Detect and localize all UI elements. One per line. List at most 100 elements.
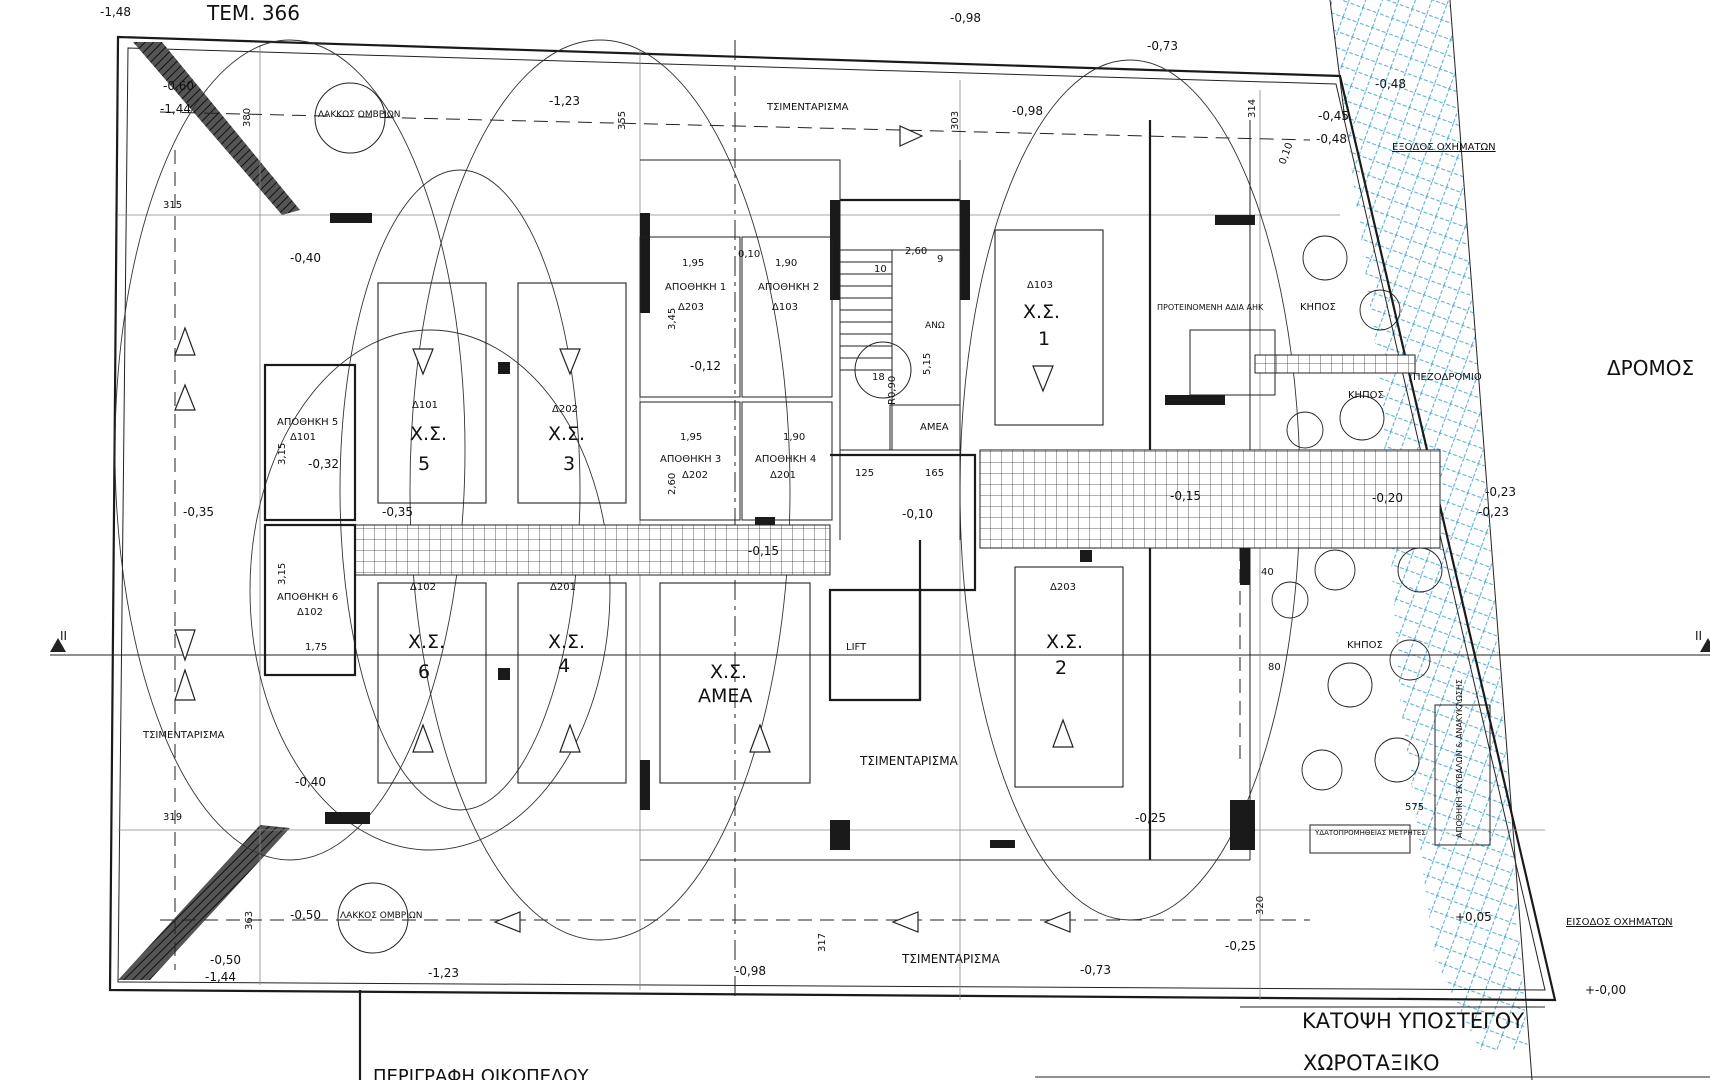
svg-text:ΑΠΟΘΗΚΗ 1: ΑΠΟΘΗΚΗ 1 (665, 282, 726, 293)
bins-label: ΑΠΟΘΗΚΗ ΣΚΥΒΑΛΩΝ & ΑΝΑΚΥΚΛΩΣΗΣ (1455, 679, 1464, 838)
svg-text:Δ102: Δ102 (297, 607, 323, 618)
svg-text:ΑΠΟΘΗΚΗ 3: ΑΠΟΘΗΚΗ 3 (660, 454, 721, 465)
vehicle-entrance-label: ΕΙΣΟΔΟΣ ΟΧΗΜΑΤΩΝ (1566, 917, 1673, 928)
svg-text:-0,40: -0,40 (290, 251, 321, 265)
svg-text:-0,50: -0,50 (210, 953, 241, 967)
rain-pit-top (314, 82, 386, 154)
svg-text:Δ101: Δ101 (290, 432, 316, 443)
svg-text:ΑΠΟΘΗΚΗ 6: ΑΠΟΘΗΚΗ 6 (277, 592, 338, 603)
svg-text:2,60: 2,60 (667, 473, 678, 495)
svg-text:-0,35: -0,35 (382, 505, 413, 519)
garden-trees (1271, 235, 1443, 791)
stair-up-label: ΑΝΩ (925, 321, 945, 331)
svg-text:0,10: 0,10 (1277, 141, 1295, 166)
svg-text:6: 6 (418, 661, 430, 683)
title-frame (358, 990, 1710, 1080)
svg-text:-0,25: -0,25 (1135, 811, 1166, 825)
svg-text:380: 380 (242, 108, 253, 127)
garden-1: ΚΗΠΟΣ (1300, 302, 1336, 313)
plan-subtitle: ΧΩΡΟΤΑΞΙΚΟ (1303, 1051, 1440, 1075)
svg-text:Χ.Σ.: Χ.Σ. (548, 631, 585, 653)
svg-text:3,15: 3,15 (277, 563, 288, 585)
svg-text:363: 363 (244, 911, 255, 930)
svg-text:303: 303 (950, 111, 961, 130)
bottom-note: ΠΕΡΙΓΡΑΦΗ ΟΙΚΟΠΕΔΟΥ (373, 1066, 590, 1080)
walkway-east (979, 449, 1441, 549)
svg-text:2: 2 (1055, 657, 1067, 679)
svg-text:ΑΠΟΘΗΚΗ 4: ΑΠΟΘΗΚΗ 4 (755, 454, 816, 465)
svg-text:-0,23: -0,23 (1485, 485, 1516, 499)
vehicle-exit-label: ΕΞΟΔΟΣ ΟΧΗΜΑΤΩΝ (1392, 142, 1496, 153)
svg-text:Δ103: Δ103 (772, 302, 798, 313)
svg-text:Δ202: Δ202 (682, 470, 708, 481)
svg-text:0,10: 0,10 (738, 249, 760, 260)
svg-text:Χ.Σ.: Χ.Σ. (410, 423, 447, 445)
svg-text:Χ.Σ.: Χ.Σ. (548, 423, 585, 445)
building-walls (640, 120, 1251, 861)
svg-text:-0,23: -0,23 (1478, 505, 1509, 519)
hatch-band-top (133, 42, 300, 215)
concrete-bottom: ΤΣΙΜΕΝΤΑΡΙΣΜΑ (901, 952, 1001, 966)
svg-text:575: 575 (1405, 802, 1424, 813)
svg-text:-0,15: -0,15 (748, 544, 779, 558)
svg-text:-0,98: -0,98 (950, 11, 981, 25)
svg-text:Δ203: Δ203 (1050, 582, 1076, 593)
svg-text:3,45: 3,45 (667, 308, 678, 330)
svg-text:-0,15: -0,15 (1170, 489, 1201, 503)
svg-text:-1,48: -1,48 (100, 5, 131, 19)
disabled-label: ΑΜΕΑ (920, 422, 949, 433)
svg-text:80: 80 (1268, 662, 1281, 673)
svg-text:R0,90: R0,90 (887, 376, 898, 405)
parking-bays (377, 229, 1124, 788)
svg-text:Δ101: Δ101 (412, 400, 438, 411)
section-mark-left: II (60, 629, 67, 643)
garden-3: ΚΗΠΟΣ (1347, 640, 1383, 651)
svg-text:319: 319 (163, 812, 182, 823)
svg-text:Χ.Σ.: Χ.Σ. (710, 661, 747, 683)
lot-label: ΤΕΜ. 366 (206, 1, 300, 25)
hatch-band-bottom (118, 825, 290, 980)
sidewalk-label: ΠΕΖΟΔΡΟΜΙΟ (1413, 372, 1482, 383)
svg-text:ΑΜΕΑ: ΑΜΕΑ (698, 685, 752, 707)
concrete-center: ΤΣΙΜΕΝΤΑΡΙΣΜΑ (859, 754, 959, 768)
svg-text:-0,73: -0,73 (1080, 963, 1111, 977)
svg-text:-0,50: -0,50 (290, 908, 321, 922)
svg-text:355: 355 (617, 111, 628, 130)
svg-text:4: 4 (558, 655, 570, 677)
svg-text:165: 165 (925, 468, 944, 479)
svg-text:-0,20: -0,20 (1372, 491, 1403, 505)
svg-text:-0,45: -0,45 (1318, 109, 1349, 123)
columns (325, 200, 1255, 850)
svg-text:Δ201: Δ201 (770, 470, 796, 481)
concrete-top: ΤΣΙΜΕΝΤΑΡΙΣΜΑ (766, 102, 849, 113)
svg-text:-0,73: -0,73 (1147, 39, 1178, 53)
section-mark-right: II (1695, 629, 1702, 643)
svg-text:320: 320 (1255, 896, 1266, 915)
garden-2: ΚΗΠΟΣ (1348, 390, 1384, 401)
svg-text:Χ.Σ.: Χ.Σ. (1023, 301, 1060, 323)
meters-label: ΥΔΑΤΟΠΡΟΜΗΘΕΙΑΣ ΜΕΤΡΗΤΕΣ (1314, 829, 1426, 837)
stair (839, 249, 961, 451)
traffic-arrows (174, 125, 1074, 933)
svg-text:1,90: 1,90 (775, 258, 797, 269)
svg-text:3: 3 (563, 453, 575, 475)
svg-text:40: 40 (1261, 567, 1274, 578)
svg-text:-0,12: -0,12 (690, 359, 721, 373)
svg-text:-1,44: -1,44 (205, 970, 236, 984)
svg-text:+0,05: +0,05 (1455, 910, 1492, 924)
rain-pit-bottom (337, 882, 409, 954)
svg-text:-0,10: -0,10 (902, 507, 933, 521)
svg-text:-0,48: -0,48 (1316, 132, 1347, 146)
svg-text:1,75: 1,75 (305, 642, 327, 653)
svg-text:1,95: 1,95 (682, 258, 704, 269)
svg-text:-0,60: -0,60 (163, 79, 194, 93)
svg-text:-0,32: -0,32 (308, 457, 339, 471)
svg-text:-1,23: -1,23 (549, 94, 580, 108)
concrete-left: ΤΣΙΜΕΝΤΑΡΙΣΜΑ (142, 730, 225, 741)
rain-pit-top-label: ΛΑΚΚΟΣ ΟΜΒΡΙΩΝ (318, 110, 400, 120)
property-boundary (108, 35, 1557, 1002)
svg-text:314: 314 (1247, 99, 1258, 118)
svg-text:18: 18 (872, 372, 885, 383)
svg-text:2,60: 2,60 (905, 246, 927, 257)
